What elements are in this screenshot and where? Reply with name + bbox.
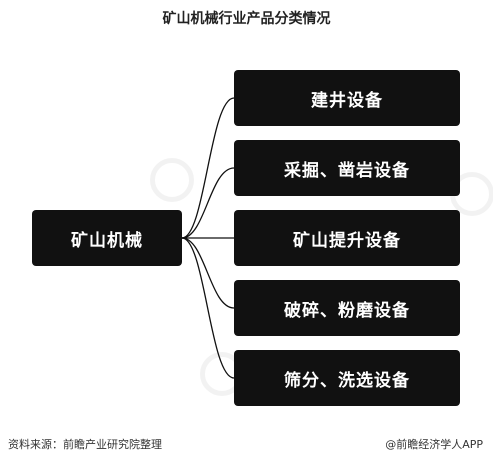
child-node-label: 矿山提升设备 xyxy=(293,230,401,251)
credit-note: @前瞻经济学人APP xyxy=(385,438,483,451)
child-node-jianjing: 建井设备 xyxy=(234,70,460,126)
watermark-logo-icon xyxy=(150,158,194,202)
child-node-tisheng: 矿山提升设备 xyxy=(234,210,460,266)
child-node-label: 破碎、粉磨设备 xyxy=(284,300,410,321)
diagram-title: 矿山机械行业产品分类情况 xyxy=(162,11,331,27)
child-node-caijue: 采掘、凿岩设备 xyxy=(234,140,460,196)
connector-1 xyxy=(181,97,235,239)
root-node: 矿山机械 xyxy=(32,210,182,266)
child-node-posui: 破碎、粉磨设备 xyxy=(234,280,460,336)
root-node-label: 矿山机械 xyxy=(71,230,143,251)
connector-5 xyxy=(181,237,235,379)
connector-2 xyxy=(181,167,235,239)
source-note: 资料来源：前瞻产业研究院整理 xyxy=(8,438,162,451)
child-node-label: 建井设备 xyxy=(311,90,383,111)
child-node-shaifen: 筛分、洗选设备 xyxy=(234,350,460,406)
child-node-label: 筛分、洗选设备 xyxy=(284,370,410,391)
child-node-label: 采掘、凿岩设备 xyxy=(284,160,410,181)
connector-4 xyxy=(181,237,235,309)
